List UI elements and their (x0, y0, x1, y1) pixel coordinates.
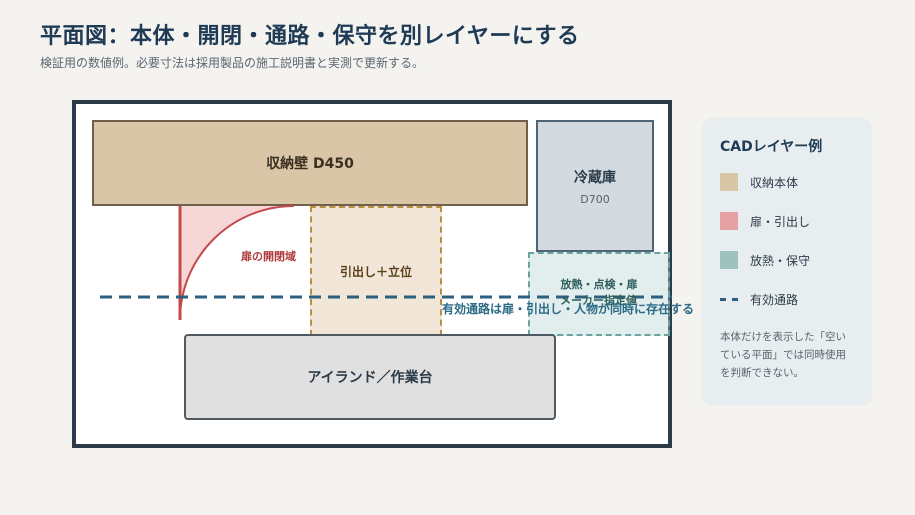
door-swing-label: 扉の開閉域 (241, 250, 296, 263)
door-swing-area (180, 206, 294, 320)
legend-label: 収納本体 (750, 175, 799, 190)
aisle-layer: メーカー指定値 (100, 293, 672, 307)
service-zone: 放熱・点検・扉 (528, 252, 670, 336)
legend-swatch-storage (720, 173, 738, 191)
aisle-label: 有効通路は扉・引出し・人物が同時に存在する (442, 302, 695, 316)
island-counter: アイランド／作業台 (184, 334, 556, 420)
storage-wall: 収納壁 D450 (92, 120, 528, 206)
service-zone-overlap-text: メーカー指定値 (560, 293, 637, 307)
legend-panel: CADレイヤー例 収納本体 扉・引出し 放熱・保守 有効通路 本体だけを表示した… (702, 118, 872, 406)
legend-item-aisle: 有効通路 (720, 289, 854, 309)
legend-item-service: 放熱・保守 (720, 250, 854, 270)
fridge-depth: D700 (580, 192, 610, 206)
floor-plan: 収納壁 D450 冷蔵庫 D700 引出し＋立位 放熱・点検・扉 メーカー指定値… (72, 100, 694, 448)
legend-label: 放熱・保守 (750, 253, 811, 268)
legend-item-storage: 収納本体 (720, 172, 854, 192)
service-zone-label: 放熱・点検・扉 (560, 278, 638, 291)
legend-label: 有効通路 (750, 292, 799, 307)
legend-swatch-service (720, 251, 738, 269)
legend-item-door: 扉・引出し (720, 211, 854, 231)
page-subtitle: 検証用の数値例。必要寸法は採用製品の施工説明書と実測で更新する。 (40, 56, 425, 70)
legend-title: CADレイヤー例 (720, 139, 823, 155)
legend-note: 本体だけを表示した「空いている平面」では同時使用を判断できない。 (720, 331, 846, 379)
fridge-label: 冷蔵庫 (574, 169, 616, 186)
page-title: 平面図：本体・開閉・通路・保守を別レイヤーにする (40, 24, 580, 49)
legend-swatch-door (720, 212, 738, 230)
legend-label: 扉・引出し (750, 214, 811, 229)
legend-swatch-aisle (720, 297, 738, 301)
drawer-zone: 引出し＋立位 (310, 206, 442, 336)
fridge: 冷蔵庫 D700 (536, 120, 654, 252)
